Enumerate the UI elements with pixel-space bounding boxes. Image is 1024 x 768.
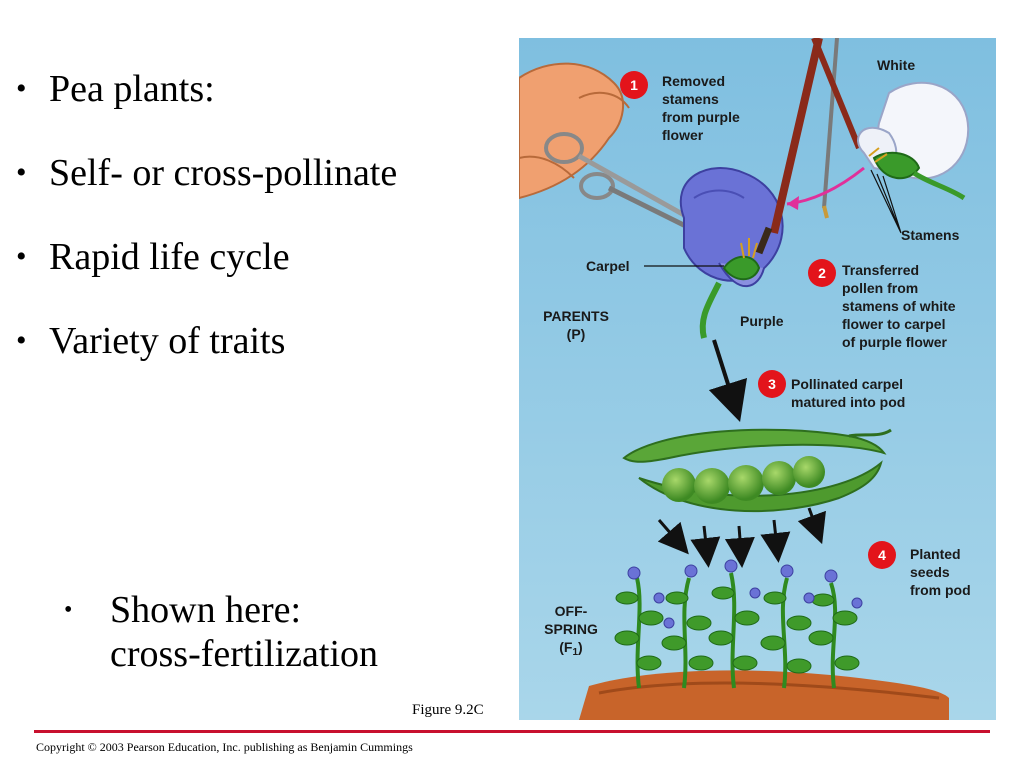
- stamens-label: Stamens: [901, 227, 960, 243]
- step-1-text: Removed: [662, 73, 725, 89]
- step-3-badge: [758, 370, 786, 398]
- purple-label: Purple: [740, 313, 784, 329]
- white-flower-illustration: [857, 81, 970, 201]
- sub-bullet-line1: Shown here:: [110, 589, 302, 631]
- bullet-item: •Self- or cross-pollinate: [16, 152, 398, 194]
- bullet-text: Self- or cross-pollinate: [49, 152, 398, 194]
- step-4-text: Planted: [910, 546, 961, 562]
- parents-label: (P): [567, 326, 586, 342]
- step-1-text: from purple: [662, 109, 740, 125]
- step-1-badge: [620, 71, 648, 99]
- parents-label: PARENTS: [543, 308, 609, 324]
- step-2-text: flower to carpel: [842, 316, 945, 332]
- bullet-text: Variety of traits: [49, 320, 286, 362]
- offspring-plants-illustration: [614, 559, 863, 689]
- sub-bullet-line2: cross-fertilization: [110, 633, 379, 675]
- offspring-generation-label: (F1): [559, 639, 582, 658]
- purple-flower-illustration: [679, 167, 784, 339]
- soil-illustration: [579, 670, 949, 720]
- footer-rule: [34, 730, 990, 733]
- step-4-badge: [868, 541, 896, 569]
- bullet-item: •Pea plants:: [16, 68, 215, 110]
- bullet-list: •Pea plants: •Self- or cross-pollinate •…: [16, 68, 516, 404]
- bullet-item: •Variety of traits: [16, 320, 286, 362]
- bullet-text: Rapid life cycle: [49, 236, 290, 278]
- figure-caption: Figure 9.2C: [412, 702, 484, 718]
- copyright-text: Copyright © 2003 Pearson Education, Inc.…: [36, 740, 413, 754]
- step-3-text: matured into pod: [791, 394, 905, 410]
- step-1-number: 1: [630, 77, 638, 93]
- step-2-text: Transferred: [842, 262, 919, 278]
- white-label: White: [877, 57, 915, 73]
- step-2-badge: [808, 259, 836, 287]
- bullet-text: Pea plants:: [49, 68, 215, 110]
- offspring-label: SPRING: [544, 621, 598, 637]
- step-2-text: stamens of white: [842, 298, 956, 314]
- pea-pollination-figure: White 1 Removed stamens from purple flow…: [519, 38, 996, 720]
- step-4-number: 4: [878, 547, 886, 563]
- offspring-label: OFF-: [555, 603, 588, 619]
- step-4-text: seeds: [910, 564, 950, 580]
- carpel-label: Carpel: [586, 258, 630, 274]
- seed-planting-arrows: [657, 507, 826, 568]
- bullet-item: •Rapid life cycle: [16, 236, 290, 278]
- step-1-text: stamens: [662, 91, 719, 107]
- sub-bullet: • Shown here: cross-fertilization: [64, 588, 494, 676]
- step-4-text: from pod: [910, 582, 971, 598]
- step-3-text: Pollinated carpel: [791, 376, 903, 392]
- step-2-number: 2: [818, 265, 826, 281]
- step-1-text: flower: [662, 127, 704, 143]
- step-3-number: 3: [768, 376, 776, 392]
- pea-pod-illustration: [622, 428, 892, 513]
- step-2-text: pollen from: [842, 280, 918, 296]
- paintbrush-illustration: [755, 38, 862, 255]
- step-2-text: of purple flower: [842, 334, 948, 350]
